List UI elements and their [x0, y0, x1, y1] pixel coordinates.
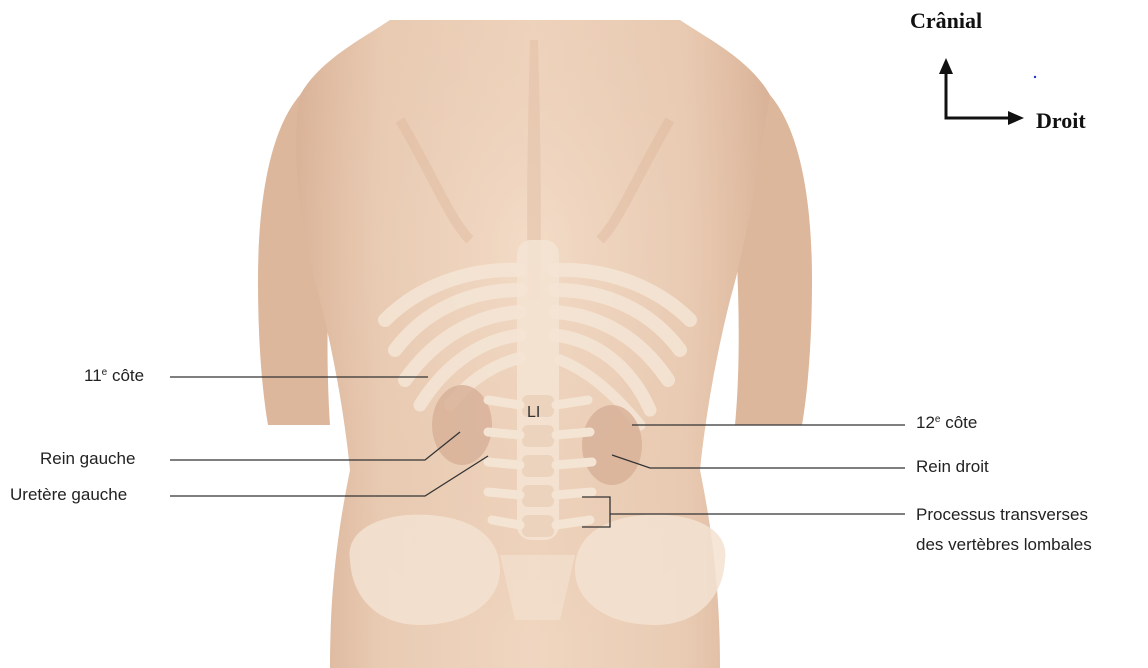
vertebra-l1-label: LI — [527, 404, 540, 422]
label-left-ureter: Uretère gauche — [10, 485, 127, 505]
orientation-indicator — [939, 58, 1036, 125]
label-left-kidney: Rein gauche — [40, 449, 135, 469]
label-11th-rib: 11e côte — [84, 366, 144, 386]
orientation-right-label: Droit — [1036, 108, 1086, 134]
label-transverse-processes-line1: Processus transverses — [916, 505, 1088, 525]
orientation-cranial-label: Crânial — [910, 8, 982, 34]
left-kidney-shape — [432, 385, 492, 465]
orientation-axes — [946, 70, 1012, 118]
arrow-right-icon — [1008, 111, 1024, 125]
arrow-up-icon — [939, 58, 953, 74]
label-transverse-processes-line2: des vertèbres lombales — [916, 535, 1092, 555]
label-right-kidney: Rein droit — [916, 457, 989, 477]
label-12th-rib: 12e côte — [916, 413, 977, 433]
right-kidney-shape — [582, 405, 642, 485]
